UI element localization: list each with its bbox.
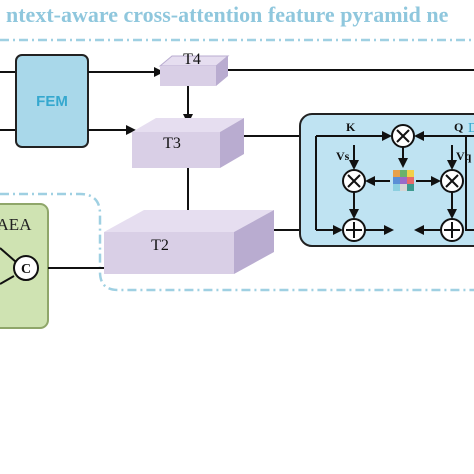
vs-label: Vs — [336, 149, 350, 163]
add-node-right — [440, 218, 464, 242]
t3-label: T3 — [163, 135, 181, 152]
q-label: Q — [454, 120, 463, 134]
cross-attention-block: D K Q Vs — [299, 113, 474, 247]
fem-module: FEM — [15, 54, 89, 148]
multiply-node-left — [342, 169, 366, 193]
attention-edge-letter: D — [468, 121, 474, 136]
plate-t3: T3 — [132, 118, 244, 168]
aea-label: AEA — [0, 215, 32, 234]
fem-label: FEM — [36, 93, 68, 110]
dashed-module-frame — [0, 192, 474, 292]
t2-label: T2 — [151, 237, 169, 254]
t4-label: T4 — [183, 51, 201, 68]
k-label: K — [346, 120, 356, 134]
concat-node: C — [13, 255, 39, 281]
concat-input-bottom — [0, 275, 15, 285]
vq-label: Vq — [456, 149, 472, 163]
multiply-node-right — [440, 169, 464, 193]
attention-map-icon — [393, 170, 414, 191]
add-node-left — [342, 218, 366, 242]
concat-label: C — [21, 262, 31, 277]
concat-input-top — [0, 247, 17, 263]
diagram-title: ntext-aware cross-attention feature pyra… — [6, 2, 449, 27]
plate-t4: T4 — [158, 51, 230, 86]
plate-t2: T2 — [104, 210, 274, 274]
multiply-node-top — [391, 124, 415, 148]
